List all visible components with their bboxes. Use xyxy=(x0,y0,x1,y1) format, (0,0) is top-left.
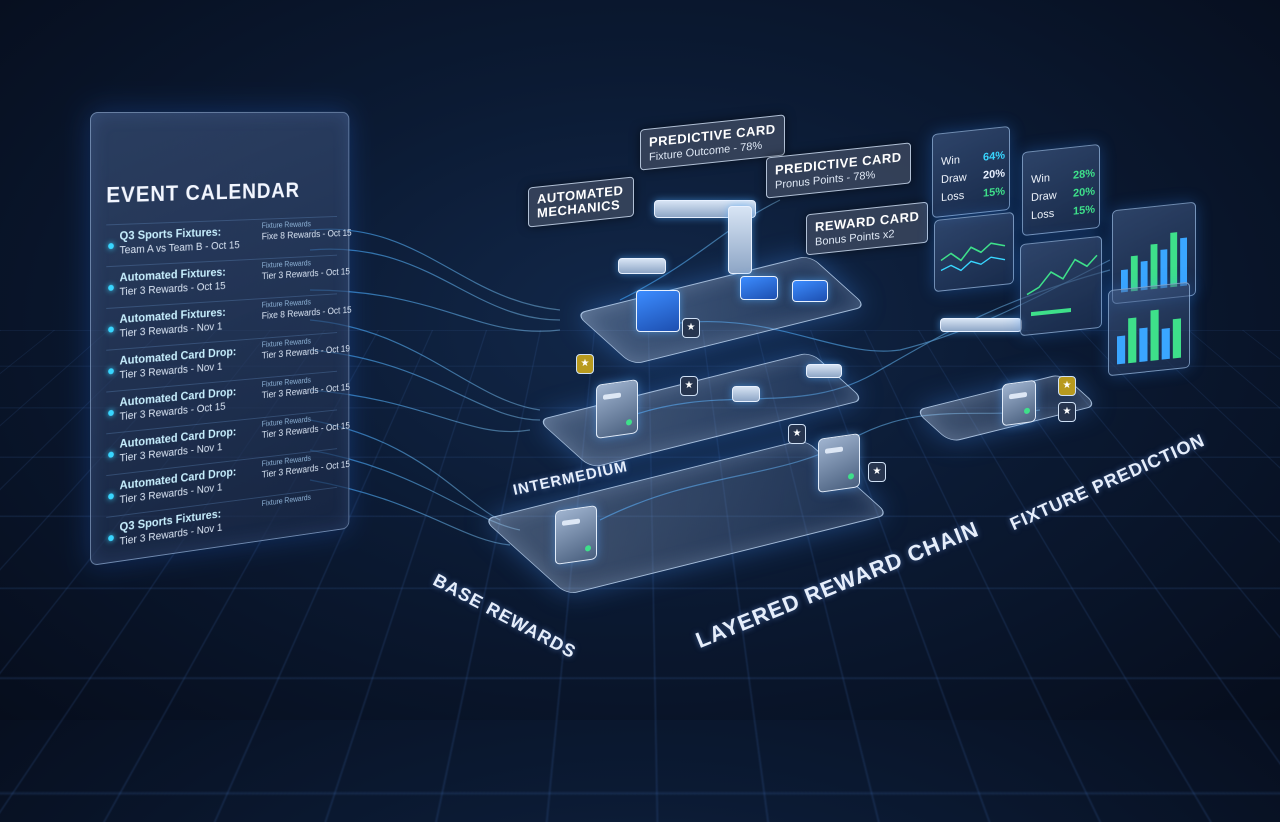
reward-chip-2[interactable] xyxy=(792,280,828,302)
progress-bar xyxy=(1031,307,1071,317)
bar xyxy=(1180,237,1188,287)
trend-line-blue xyxy=(940,256,1006,272)
stat-value: 20% xyxy=(1073,185,1096,200)
stat-label: Loss xyxy=(941,189,965,205)
bar xyxy=(1139,327,1148,363)
base-reward-card[interactable] xyxy=(555,505,597,565)
bar-chart-panel-2 xyxy=(1108,281,1190,377)
stat-label: Loss xyxy=(1031,207,1055,223)
calendar-list: Q3 Sports Fixtures: Team A vs Team B - O… xyxy=(106,216,352,559)
timeline-dot-icon xyxy=(108,326,114,333)
timeline-dot-icon xyxy=(108,242,114,250)
smart-card-chip[interactable] xyxy=(636,290,680,332)
bar-chart-1 xyxy=(1121,232,1188,293)
calendar-title: EVENT CALENDAR xyxy=(106,178,300,208)
prediction-connector xyxy=(940,318,1022,332)
stat-label: Draw xyxy=(1031,189,1057,205)
trend-line-chart-2 xyxy=(1026,254,1098,317)
stat-row: Loss 15% xyxy=(941,185,1005,205)
bar xyxy=(1121,269,1128,293)
bar-chart-2 xyxy=(1117,309,1181,365)
intermedium-reward-card[interactable] xyxy=(596,379,638,439)
calendar-row-side: Fixe 8 Rewards - Oct 15 xyxy=(261,228,352,243)
shield-badge-icon: ★ xyxy=(682,318,700,338)
bar xyxy=(1160,249,1168,289)
bar xyxy=(1140,260,1148,291)
bar xyxy=(1117,335,1126,365)
prediction-card[interactable] xyxy=(1002,379,1036,427)
trend-line-chart xyxy=(940,242,1006,272)
shield-badge-icon: ★ xyxy=(680,376,698,396)
bar xyxy=(1150,309,1159,361)
trend-line-green xyxy=(940,242,1006,262)
bar xyxy=(1172,318,1181,359)
stat-row: Draw 20% xyxy=(1031,185,1095,205)
stats-panel-1: Win 64% Draw 20% Loss 15% xyxy=(932,125,1010,219)
calendar-row-tag: Fixture Rewards xyxy=(261,258,311,270)
timeline-dot-icon xyxy=(108,451,114,458)
stat-label: Win xyxy=(941,154,960,169)
stat-value: 15% xyxy=(1073,203,1096,218)
bar xyxy=(1128,317,1137,364)
calendar-row-tag: Fixture Rewards xyxy=(261,493,311,509)
line-chart-panel xyxy=(934,211,1014,293)
event-calendar-panel: EVENT CALENDAR Q3 Sports Fixtures: Team … xyxy=(90,111,352,566)
reward-chip[interactable] xyxy=(740,276,778,300)
stat-row: Win 28% xyxy=(1031,167,1095,187)
stat-row: Win 64% xyxy=(941,149,1005,169)
timeline-dot-icon xyxy=(108,368,114,375)
gold-badge-icon: ★ xyxy=(1058,376,1076,396)
line-chart-panel-2 xyxy=(1020,235,1102,337)
stat-value: 64% xyxy=(983,149,1006,164)
trend-line-green xyxy=(1026,254,1098,296)
gold-badge-icon: ★ xyxy=(576,354,594,374)
base-reward-card-2[interactable] xyxy=(818,433,860,493)
bar xyxy=(1150,243,1158,290)
calendar-row-detail: Team A vs Team B - Oct 15 xyxy=(119,239,240,257)
bar xyxy=(1161,328,1170,360)
shield-badge-icon: ★ xyxy=(868,462,886,482)
stat-label: Draw xyxy=(941,171,967,187)
stat-value: 20% xyxy=(983,167,1006,182)
calendar-row-tag: Fixture Rewards xyxy=(261,219,311,231)
bar xyxy=(1130,255,1138,292)
bar-chart-panel-1 xyxy=(1112,201,1196,305)
stats-panel-2: Win 28% Draw 20% Loss 15% xyxy=(1022,143,1100,237)
timeline-dot-icon xyxy=(108,409,114,417)
timeline-dot-icon xyxy=(108,284,114,291)
chain-link-chip xyxy=(806,364,842,378)
stat-row: Loss 15% xyxy=(1031,203,1095,223)
shield-badge-icon: ★ xyxy=(1058,402,1076,422)
timeline-dot-icon xyxy=(108,493,114,500)
bar xyxy=(1170,232,1178,288)
mechanic-chip[interactable] xyxy=(618,258,666,274)
calendar-row-side: Tier 3 Rewards - Oct 15 xyxy=(261,266,350,283)
stat-value: 28% xyxy=(1073,167,1096,182)
stat-label: Win xyxy=(1031,172,1050,187)
stat-row: Draw 20% xyxy=(941,167,1005,187)
timeline-dot-icon xyxy=(108,534,114,542)
shield-badge-icon: ★ xyxy=(788,424,806,444)
chain-link-chip xyxy=(732,386,760,402)
stat-value: 15% xyxy=(983,185,1006,200)
mechanic-arm-stem xyxy=(728,206,752,274)
callout-heading: AUTOMATED MECHANICS xyxy=(537,182,624,221)
